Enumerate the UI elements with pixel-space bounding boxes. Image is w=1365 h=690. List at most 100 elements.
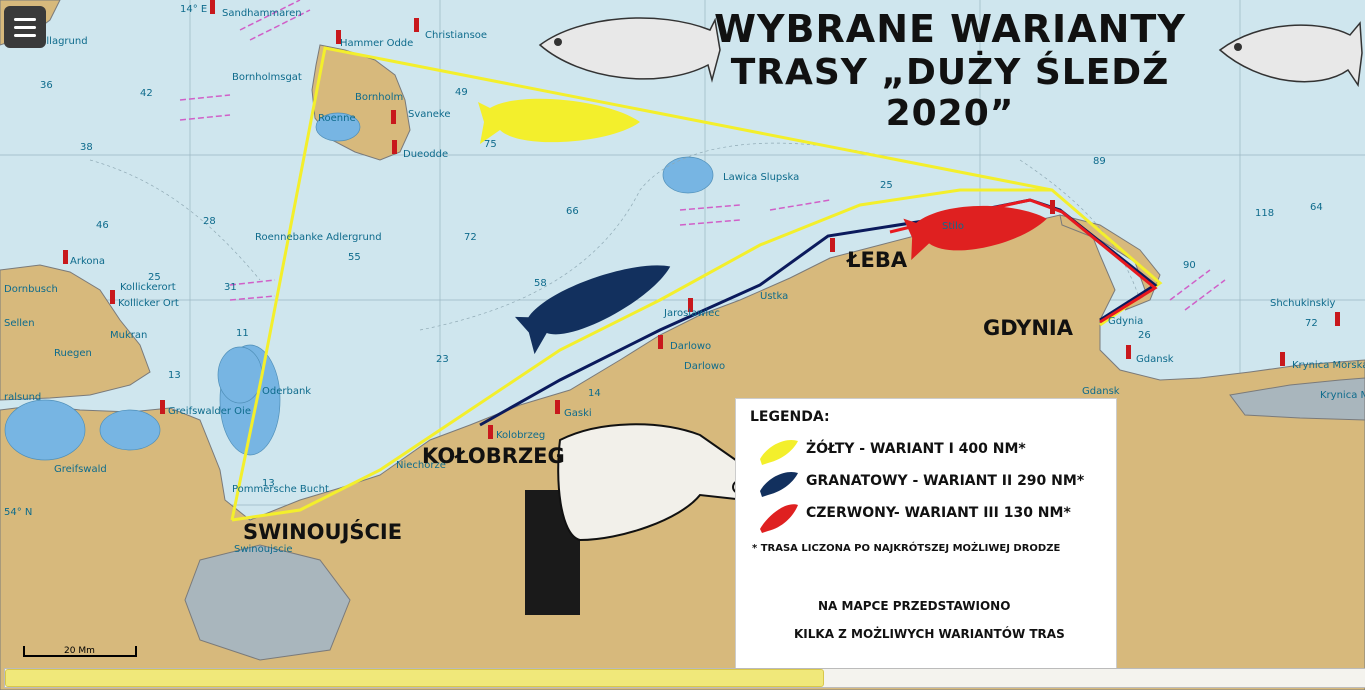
map-title: WYBRANE WARIANTY TRASY „DUŻY ŚLEDŹ 2020”	[700, 7, 1200, 135]
label-niechorze: Niechorze	[396, 460, 446, 471]
progress-bar-fill	[5, 669, 824, 687]
city-leba: ŁEBA	[847, 248, 908, 272]
fish-navy-map	[514, 265, 671, 355]
herring-illustration-right	[1218, 21, 1363, 88]
fish-yellow-map	[478, 98, 640, 144]
label-sandhammaren: Sandhammaren	[222, 8, 302, 19]
depth-sounding: 75	[484, 139, 497, 150]
depth-sounding: 49	[455, 87, 468, 98]
depth-sounding: 55	[348, 252, 361, 263]
depth-sounding: 14	[588, 388, 601, 399]
depth-sounding: 26	[1138, 330, 1151, 341]
depth-sounding: 23	[436, 354, 449, 365]
chart-labels: Sandhammaren Hammer Odde Christiansoe Ku…	[4, 4, 1365, 555]
legend-note: * TRASA LICZONA PO NAJKRÓTSZEJ MOŻLIWEJ …	[752, 543, 1061, 554]
label-krynica-morska2: Krynica Morska	[1320, 390, 1365, 401]
label-dueodde: Dueodde	[403, 149, 448, 160]
label-bornholm: Bornholm	[355, 92, 403, 103]
label-gdansk2: Gdansk	[1082, 386, 1120, 397]
land-ruegen	[0, 264, 151, 401]
label-lat-54n: 54° N	[4, 507, 32, 518]
land-szczecin-lagoon	[184, 544, 351, 661]
label-dornbusch: Dornbusch	[4, 284, 58, 295]
city-gdynia: GDYNIA	[983, 316, 1073, 340]
label-hammer-odde: Hammer Odde	[340, 38, 413, 49]
label-ustka: Ustka	[760, 291, 788, 302]
label-gaski: Gaski	[564, 408, 592, 419]
title-line-1: WYBRANE WARIANTY	[714, 7, 1186, 51]
depth-sounding: 25	[880, 180, 893, 191]
lighthouse-markers	[63, 0, 1340, 439]
land-vistula-lagoon	[1229, 377, 1365, 421]
depth-sounding: 89	[1093, 156, 1106, 167]
depth-sounding: 58	[534, 278, 547, 289]
label-jaroslawiec: Jaroslawiec	[663, 308, 720, 319]
depth-sounding: 25	[148, 272, 161, 283]
legend-footer-line-1: NA MAPCE PRZEDSTAWIONO	[818, 599, 1011, 613]
traffic-zones	[179, 0, 1226, 311]
depth-sounding: 36	[40, 80, 53, 91]
depth-sounding: 72	[1305, 318, 1318, 329]
label-mukran: Mukran	[110, 330, 147, 341]
hamburger-menu-icon	[14, 18, 36, 21]
depth-sounding: 28	[203, 216, 216, 227]
label-pommersche-bucht: Pommersche Bucht	[232, 484, 329, 495]
hamburger-menu-icon-bar	[14, 34, 36, 37]
depth-sounding: 11	[236, 328, 249, 339]
depth-sounding: 118	[1255, 208, 1274, 219]
label-greifswalder-oie: Greifswalder Oie	[168, 406, 251, 417]
scale-bar	[23, 646, 137, 657]
depth-sounding: 72	[464, 232, 477, 243]
depth-sounding: 42	[140, 88, 153, 99]
legend-yellow-label: ŻÓŁTY - WARIANT I 400 NM*	[806, 441, 1026, 457]
label-darlowo: Darlowo	[670, 341, 711, 352]
label-christiansoe: Christiansoe	[425, 30, 487, 41]
depth-sounding: 13	[262, 478, 275, 489]
herring-illustration-left	[538, 17, 721, 83]
depth-sounding: 66	[566, 206, 579, 217]
depth-sounding: 31	[224, 282, 237, 293]
fish-red-map	[903, 205, 1047, 260]
label-oderbank: Oderbank	[262, 386, 311, 397]
label-arkona: Arkona	[70, 256, 105, 267]
label-gdansk: Gdansk	[1136, 354, 1174, 365]
label-ralsund: ralsund	[4, 392, 41, 403]
label-svaneke: Svaneke	[408, 109, 450, 120]
legend-red-label: CZERWONY- WARIANT III 130 NM*	[806, 505, 1071, 521]
hamburger-menu-button[interactable]	[4, 6, 46, 48]
depth-sounding: 90	[1183, 260, 1196, 271]
shallow-areas	[4, 112, 714, 461]
land-hel-peninsula	[1059, 214, 1161, 311]
label-kollicker-ort: Kollicker Ort	[118, 298, 179, 309]
depth-sounding: 38	[80, 142, 93, 153]
pointing-hand-illustration	[525, 423, 758, 615]
label-roennebanke: Roennebanke Adlergrund	[255, 232, 382, 243]
label-sellen: Sellen	[4, 318, 35, 329]
label-kullagrund: Kullagrund	[34, 36, 88, 47]
label-gdynia-small: Gdynia	[1108, 316, 1143, 327]
label-lawica-slupska: Lawica Slupska	[723, 172, 799, 183]
label-lon-14e: 14° E	[180, 4, 207, 15]
depth-sounding: 13	[168, 370, 181, 381]
label-kolobrzeg-small: Kolobrzeg	[496, 430, 545, 441]
progress-bar[interactable]	[4, 668, 1365, 688]
depth-sounding: 46	[96, 220, 109, 231]
legend-footer-line-2: KILKA Z MOŻLIWYCH WARIANTÓW TRAS	[794, 627, 1065, 641]
label-kollickerort: Kollickerort	[120, 282, 176, 293]
label-shchukinskiy: Shchukinskiy	[1270, 298, 1336, 309]
label-darlowo2: Darlowo	[684, 361, 725, 372]
legend-navy-label: GRANATOWY - WARIANT II 290 NM*	[806, 473, 1085, 489]
depth-sounding: 64	[1310, 202, 1323, 213]
city-swinoujscie: SWINOUJŚCIE	[243, 520, 403, 544]
legend-title: LEGENDA:	[750, 409, 830, 425]
legend-fish-yellow	[760, 439, 798, 465]
scale-bar-label: 20 Mm	[64, 646, 95, 656]
title-line-2: TRASY „DUŻY ŚLEDŹ 2020”	[730, 51, 1170, 135]
label-stilo: Stilo	[942, 221, 964, 232]
label-krynica-morska: Krynica Morska	[1292, 360, 1365, 371]
city-kolobrzeg: KOŁOBRZEG	[422, 444, 565, 468]
label-greifswald: Greifswald	[54, 464, 107, 475]
depth-soundings: 42 49 75 89 118 64 46 28 25 55 72 66 58 31 11 13 23 14 13 2…	[40, 80, 1323, 489]
legend-fish-navy	[760, 471, 798, 497]
legend-box: LEGENDA: ŻÓŁTY - WARIANT I 400 NM* GRANA…	[735, 398, 1117, 670]
